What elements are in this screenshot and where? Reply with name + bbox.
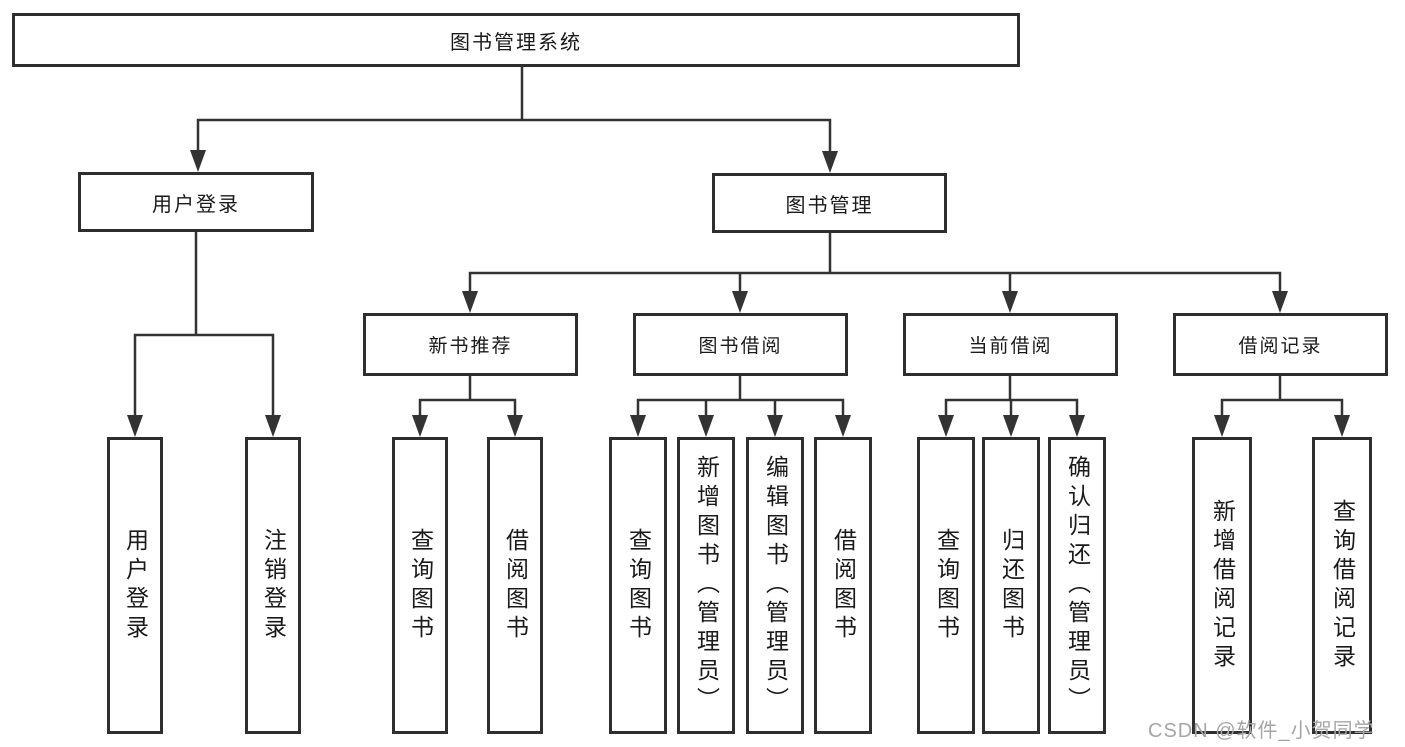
- leaf-query-book-label: 查询图书: [625, 527, 652, 644]
- leaf-query-book-label: 查询图书: [407, 527, 434, 644]
- leaf-return-book: 归还图书: [982, 437, 1040, 734]
- leaf-borrow-book: 借阅图书: [814, 437, 872, 734]
- leaf-add-book-admin: 新增图书（管理员）: [677, 437, 735, 734]
- leaf-confirm-return-admin-label: 确认归还（管理员）: [1064, 455, 1091, 716]
- leaf-user-login-label: 用户登录: [122, 527, 149, 644]
- node-root-label: 图书管理系统: [450, 31, 582, 54]
- leaf-return-book-label: 归还图书: [998, 527, 1025, 644]
- node-new-book-recommend-label: 新书推荐: [428, 336, 513, 357]
- leaf-query-book: 查询图书: [917, 437, 975, 734]
- node-user-login: 用户登录: [78, 172, 314, 232]
- leaf-logout-label: 注销登录: [260, 527, 287, 644]
- node-borrow-records-label: 借阅记录: [1238, 336, 1323, 357]
- node-root: 图书管理系统: [12, 13, 1020, 67]
- node-current-borrow: 当前借阅: [903, 313, 1118, 376]
- node-book-borrow-label: 图书借阅: [698, 336, 783, 357]
- leaf-borrow-book-label: 借阅图书: [502, 527, 529, 644]
- leaf-query-book: 查询图书: [609, 437, 667, 734]
- leaf-add-book-admin-label: 新增图书（管理员）: [693, 455, 720, 716]
- leaf-borrow-book-label: 借阅图书: [830, 527, 857, 644]
- leaf-add-borrow-record: 新增借阅记录: [1192, 437, 1252, 734]
- leaf-edit-book-admin: 编辑图书（管理员）: [746, 437, 804, 734]
- leaf-edit-book-admin-label: 编辑图书（管理员）: [762, 455, 789, 716]
- node-new-book-recommend: 新书推荐: [363, 313, 578, 376]
- leaf-confirm-return-admin: 确认归还（管理员）: [1048, 437, 1106, 734]
- csdn-watermark: CSDN @软件_小贺同学: [1148, 720, 1375, 742]
- leaf-user-login: 用户登录: [107, 437, 163, 734]
- leaf-query-book-label: 查询图书: [933, 527, 960, 644]
- leaf-add-borrow-record-label: 新增借阅记录: [1209, 498, 1236, 673]
- node-user-login-label: 用户登录: [152, 193, 240, 216]
- node-book-management: 图书管理: [712, 173, 947, 233]
- node-current-borrow-label: 当前借阅: [968, 336, 1053, 357]
- leaf-borrow-book: 借阅图书: [487, 437, 543, 734]
- node-book-management-label: 图书管理: [785, 194, 874, 217]
- leaf-query-borrow-record: 查询借阅记录: [1312, 437, 1372, 734]
- leaf-query-borrow-record-label: 查询借阅记录: [1329, 498, 1356, 673]
- node-borrow-records: 借阅记录: [1173, 313, 1388, 376]
- leaf-query-book: 查询图书: [392, 437, 448, 734]
- node-book-borrow: 图书借阅: [633, 313, 848, 376]
- leaf-logout: 注销登录: [245, 437, 301, 734]
